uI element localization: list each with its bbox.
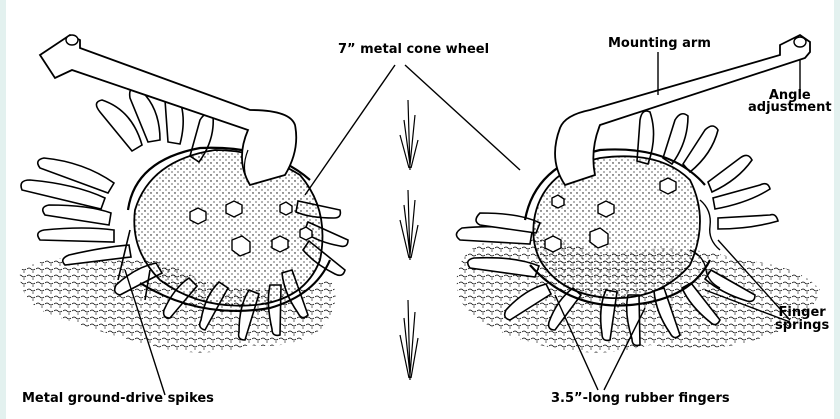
rubber-fingers-label: 3.5”-long rubber fingers (551, 392, 730, 406)
ground-spikes-label: Metal ground-drive spikes (22, 392, 214, 406)
angle-adjustment-label: Angle adjustment (748, 90, 832, 114)
finger-springs-label: Finger springs (775, 306, 829, 332)
cone-wheel-label: 7” metal cone wheel (338, 43, 489, 57)
angle-line2: adjustment (748, 102, 832, 114)
mounting-arm-label: Mounting arm (608, 37, 711, 51)
right-cone-body (533, 156, 700, 298)
grass-blades (400, 100, 418, 380)
right-wheel-assembly (456, 35, 820, 353)
left-wheel-assembly (20, 35, 348, 353)
left-cone-body (134, 150, 322, 306)
finger-line2: springs (775, 319, 829, 332)
